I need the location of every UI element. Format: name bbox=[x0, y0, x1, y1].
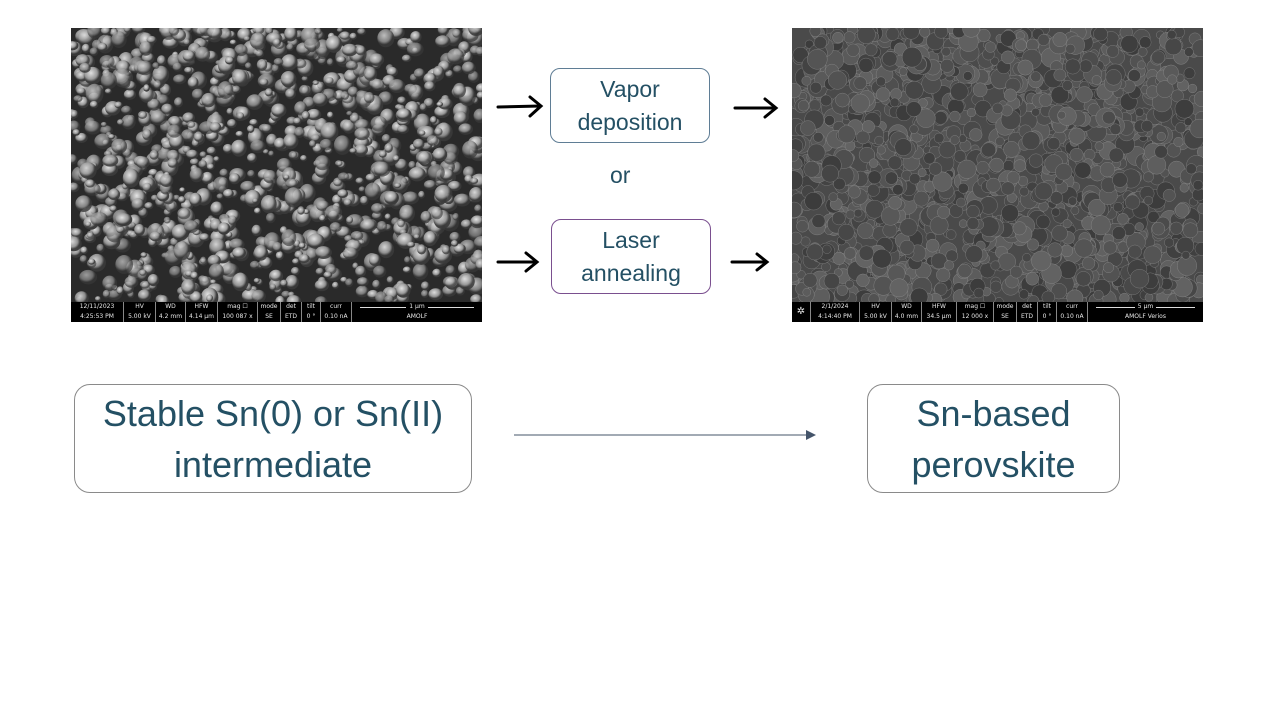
mag-label: mag ☐ bbox=[227, 303, 248, 310]
logo-icon: ✲ bbox=[796, 306, 806, 317]
intermediate-label: Stable Sn(0) or Sn(II) intermediate bbox=[102, 392, 444, 485]
tilt-value: 0 ° bbox=[1042, 313, 1052, 320]
det-label: det bbox=[286, 303, 296, 310]
mag-value: 12 000 x bbox=[961, 313, 989, 320]
laser-annealing-label: Laser annealing bbox=[581, 226, 681, 286]
det-value: ETD bbox=[284, 313, 298, 320]
time: 4:25:53 PM bbox=[80, 313, 114, 320]
mag-value: 100 087 x bbox=[222, 313, 253, 320]
hfw-label: HFW bbox=[194, 303, 209, 310]
curr-label: curr bbox=[330, 303, 342, 310]
tilt-label: tilt bbox=[1042, 303, 1052, 310]
date: 12/11/2023 bbox=[79, 303, 115, 310]
date: 2/1/2024 bbox=[821, 303, 849, 310]
sem-micrograph-film bbox=[792, 28, 1203, 302]
scale-bar: 1 µm bbox=[360, 303, 474, 311]
perovskite-box: Sn-based perovskite bbox=[867, 384, 1120, 493]
det-label: det bbox=[1022, 303, 1032, 310]
wd-value: 4.2 mm bbox=[158, 313, 183, 320]
wd-value: 4.0 mm bbox=[894, 313, 919, 320]
perovskite-label: Sn-based perovskite bbox=[911, 392, 1076, 485]
hv-value: 5.00 kV bbox=[864, 313, 887, 320]
hv-value: 5.00 kV bbox=[128, 313, 151, 320]
intermediate-box: Stable Sn(0) or Sn(II) intermediate bbox=[74, 384, 472, 493]
mag-label: mag ☐ bbox=[964, 303, 986, 310]
arrow-to-vapor-icon bbox=[496, 95, 544, 118]
conversion-arrow-icon bbox=[514, 430, 816, 440]
arrow-from-vapor-icon bbox=[733, 97, 779, 119]
mode-value: SE bbox=[265, 313, 273, 320]
or-label: or bbox=[610, 162, 631, 188]
institute: AMOLF bbox=[406, 313, 428, 320]
curr-value: 0.10 nA bbox=[1060, 313, 1084, 320]
hv-label: HV bbox=[871, 303, 880, 310]
arrow-from-laser-icon bbox=[730, 252, 770, 272]
mode-value: SE bbox=[1001, 313, 1009, 320]
institute: AMOLF Verios bbox=[1125, 313, 1166, 320]
wd-label: WD bbox=[165, 303, 176, 310]
hfw-value: 4.14 µm bbox=[189, 313, 214, 320]
det-value: ETD bbox=[1020, 313, 1034, 320]
wd-label: WD bbox=[901, 303, 912, 310]
arrow-to-laser-icon bbox=[496, 251, 540, 273]
hfw-label: HFW bbox=[932, 303, 946, 310]
hfw-value: 34.5 µm bbox=[926, 313, 952, 320]
hv-label: HV bbox=[135, 303, 144, 310]
time: 4:14:40 PM bbox=[818, 313, 852, 320]
vapor-deposition-label: Vapor deposition bbox=[577, 75, 683, 135]
laser-annealing-box: Laser annealing bbox=[551, 219, 711, 294]
tilt-label: tilt bbox=[306, 303, 316, 310]
scale-bar: 5 µm bbox=[1095, 303, 1196, 311]
mode-label: mode bbox=[260, 303, 278, 310]
curr-label: curr bbox=[1066, 303, 1078, 310]
tilt-value: 0 ° bbox=[306, 313, 316, 320]
vapor-deposition-box: Vapor deposition bbox=[550, 68, 710, 143]
curr-value: 0.10 nA bbox=[324, 313, 348, 320]
sem-micrograph-grains bbox=[71, 28, 482, 302]
mode-label: mode bbox=[996, 303, 1014, 310]
